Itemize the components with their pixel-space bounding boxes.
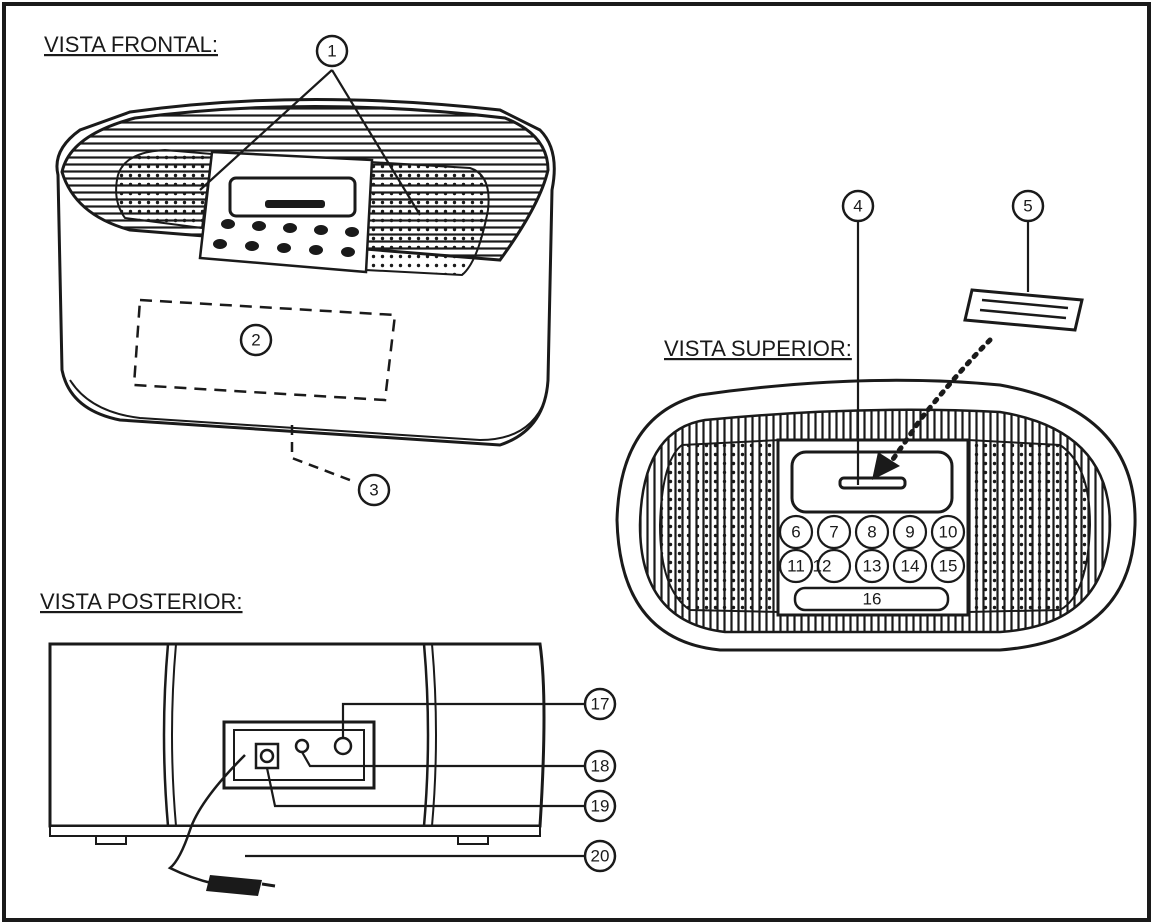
key-13[interactable] (854, 548, 890, 584)
callout-1 (315, 34, 349, 68)
key-7[interactable] (816, 514, 852, 550)
callout-17-leader (341, 702, 585, 738)
key-6-label: 6 (791, 523, 800, 542)
callout-5-label: 5 (1023, 197, 1032, 216)
key-12[interactable] (816, 548, 852, 584)
callout-18-label: 18 (591, 757, 610, 776)
rear-view: VISTA POSTERIOR: 17 18 19 (40, 589, 617, 896)
rear-view-title: VISTA POSTERIOR: (40, 589, 243, 614)
key-8[interactable] (854, 514, 890, 550)
callout-19-leader (265, 767, 585, 808)
front-view: VISTA FRONTAL: 1 (44, 32, 556, 507)
key-9[interactable] (892, 514, 928, 550)
callout-1-leaders (199, 69, 421, 216)
key-6[interactable] (778, 514, 814, 550)
top-view-title: VISTA SUPERIOR: (664, 336, 852, 361)
insert-direction-arrow (882, 337, 993, 473)
top-keys-row-1: 6 7 8 9 10 (778, 514, 966, 550)
callout-18-leader (301, 751, 585, 768)
callout-1-label: 1 (327, 42, 336, 61)
callout-4-label: 4 (853, 197, 862, 216)
key-16-bar[interactable] (793, 586, 950, 612)
top-left-speaker (658, 438, 781, 614)
key-8-label: 8 (867, 523, 876, 542)
top-view: VISTA SUPERIOR: 6 7 8 9 10 11 (615, 189, 1137, 652)
insert-arrow-head (872, 452, 900, 480)
key-10-label: 10 (939, 523, 958, 542)
callout-17 (583, 687, 617, 721)
top-keys-row-2: 11 12 13 14 15 (778, 548, 966, 584)
key-11[interactable] (778, 548, 814, 584)
front-bottom-leader (290, 425, 356, 484)
callout-3-label: 3 (369, 481, 378, 500)
top-right-speaker (967, 438, 1092, 614)
callout-2 (239, 323, 273, 357)
key-15-label: 15 (939, 557, 958, 576)
key-13-label: 13 (863, 557, 882, 576)
rear-power-cable (167, 754, 246, 886)
front-right-speaker (364, 160, 490, 277)
callout-19 (583, 789, 617, 823)
rear-aux-jack (294, 738, 310, 754)
rear-power-plug (206, 875, 262, 896)
key-14-label: 14 (901, 557, 920, 576)
front-dock-connector (265, 200, 325, 208)
key-14[interactable] (892, 548, 928, 584)
callout-19-label: 19 (591, 797, 610, 816)
key-11-label: 11 (787, 557, 805, 576)
key-15[interactable] (930, 548, 966, 584)
rear-line-jack (333, 736, 353, 756)
callout-5 (1011, 189, 1045, 223)
front-display-area (132, 298, 397, 402)
key-10[interactable] (930, 514, 966, 550)
key-7-label: 7 (829, 523, 838, 542)
callout-2-label: 2 (251, 331, 260, 350)
front-left-speaker (115, 148, 214, 230)
front-view-title: VISTA FRONTAL: (44, 32, 218, 57)
callout-20 (583, 839, 617, 873)
callout-3 (357, 473, 391, 507)
callout-17-label: 17 (591, 695, 610, 714)
callout-18 (583, 749, 617, 783)
callout-20-label: 20 (591, 847, 610, 866)
rear-port-panel (222, 720, 376, 790)
key-9-label: 9 (905, 523, 914, 542)
front-buttons (213, 219, 359, 257)
key-12-label: 12 (813, 557, 832, 576)
key-16-label: 16 (863, 590, 882, 609)
front-dock-cradle (228, 176, 357, 218)
callout-4 (841, 189, 875, 223)
